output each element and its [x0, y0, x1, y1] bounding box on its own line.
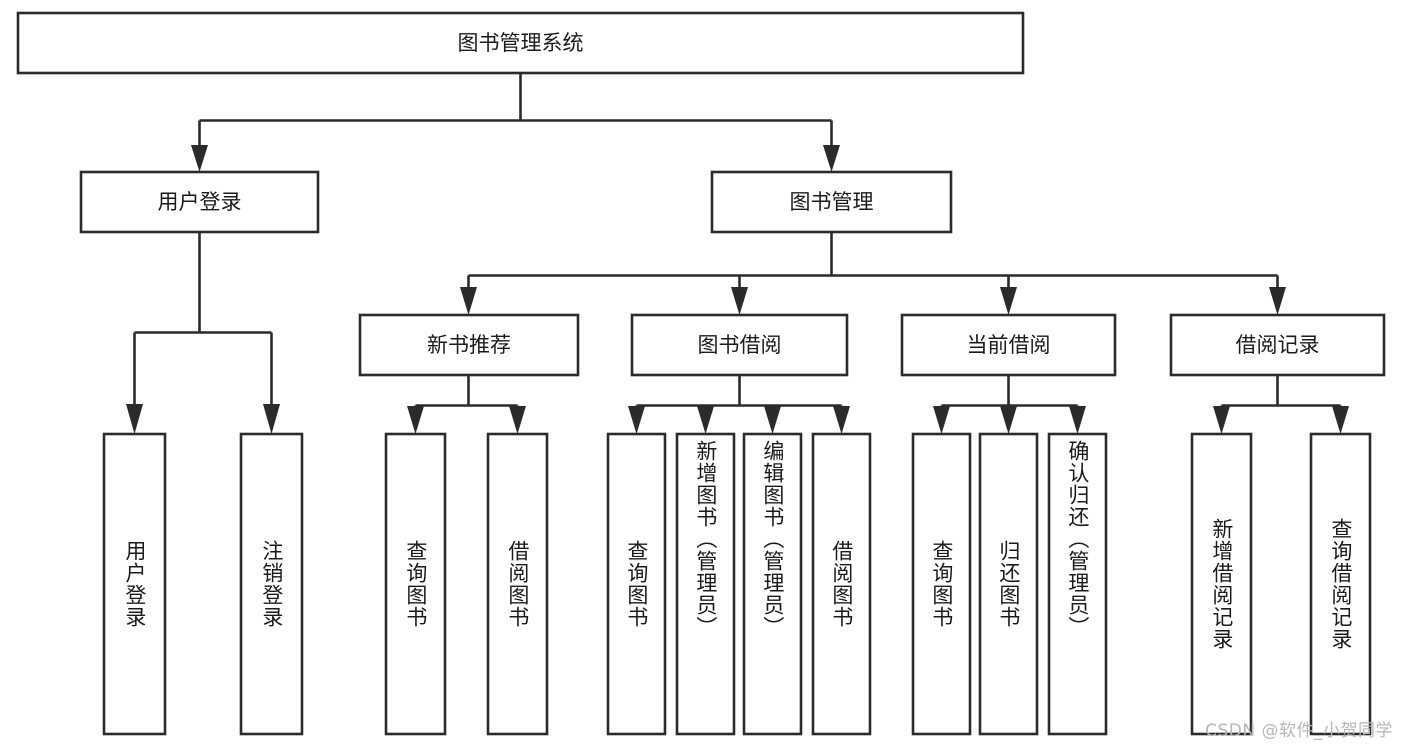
node-leaf-query-record-label: 查询借阅记录 [1328, 518, 1353, 650]
leaf-label-wrap-confirm-return: 确认归还（管理员） [1049, 434, 1106, 734]
node-borrow-record-box[interactable] [1169, 313, 1386, 377]
node-leaf-confirm-return-box[interactable] [1047, 432, 1108, 736]
node-book-borrow-label: 图书借阅 [698, 333, 782, 357]
node-book-manage-box[interactable] [710, 170, 953, 234]
connector-group [126, 73, 1349, 434]
arrowhead-leaf-return-book [1000, 406, 1017, 434]
node-leaf-confirm-return-label: 确认归还（管理员） [1065, 440, 1090, 638]
csdn-watermark: CSDN @软件_小贺同学 [1205, 721, 1393, 741]
arrowhead-leaf-logout [263, 404, 280, 434]
leaf-label-wrap-user-login: 用户登录 [104, 434, 165, 734]
node-current-borrow-box[interactable] [900, 313, 1117, 377]
node-leaf-add-book-box[interactable] [675, 432, 736, 736]
node-leaf-add-record-label: 新增借阅记录 [1209, 518, 1234, 650]
arrowhead-leaf-query-book-2 [628, 406, 645, 434]
arrowhead-leaf-borrow-book-1 [509, 406, 526, 434]
arrowhead-leaf-add-book [697, 406, 714, 434]
leaf-label-wrap-query-book-1: 查询图书 [386, 434, 445, 734]
node-borrow-record-label: 借阅记录 [1236, 333, 1320, 357]
arrowhead-leaf-borrow-book-2 [833, 406, 850, 434]
arrowhead-new-book-recommend [460, 287, 477, 315]
arrowhead-leaf-query-book-1 [407, 406, 424, 434]
arrowhead-book-manage [823, 145, 840, 172]
node-user-login[interactable]: 用户登录 [79, 170, 320, 234]
node-leaf-edit-book-label: 编辑图书（管理员） [760, 440, 785, 638]
leaf-label-wrap-borrow-book-1: 借阅图书 [488, 434, 547, 734]
node-leaf-borrow-book-2-box[interactable] [811, 432, 872, 736]
node-leaf-query-book-3-box[interactable] [911, 432, 972, 736]
arrowhead-user-login [191, 145, 208, 172]
node-leaf-borrow-book-1-label: 借阅图书 [505, 540, 530, 628]
node-leaf-query-record-box[interactable] [1309, 432, 1372, 736]
node-leaf-query-book-2-label: 查询图书 [624, 540, 649, 628]
arrowhead-borrow-record [1269, 287, 1286, 315]
leaf-label-wrap-edit-book: 编辑图书（管理员） [744, 434, 801, 734]
node-leaf-query-book-1-box[interactable] [384, 432, 447, 736]
leaf-label-wrap-logout: 注销登录 [241, 434, 302, 734]
node-leaf-edit-book-box[interactable] [742, 432, 803, 736]
node-root-label: 图书管理系统 [458, 31, 584, 55]
leaf-label-wrap-query-book-3: 查询图书 [913, 434, 970, 734]
node-root-box[interactable] [16, 11, 1025, 75]
leaf-label-wrap-add-book: 新增图书（管理员） [677, 434, 734, 734]
node-root[interactable]: 图书管理系统 [16, 11, 1025, 75]
node-leaf-logout-box[interactable] [239, 432, 304, 736]
node-leaf-query-book-2-box[interactable] [606, 432, 667, 736]
node-leaf-logout-label: 注销登录 [259, 540, 284, 628]
node-leaf-borrow-book-1-box[interactable] [486, 432, 549, 736]
arrowhead-leaf-query-record [1332, 406, 1349, 434]
arrowhead-leaf-query-book-3 [933, 406, 950, 434]
node-current-borrow[interactable]: 当前借阅 [900, 313, 1117, 377]
node-new-book-recommend-label: 新书推荐 [427, 333, 511, 357]
leaf-label-wrap-query-record: 查询借阅记录 [1311, 434, 1370, 734]
node-leaf-return-book-label: 归还图书 [996, 540, 1021, 628]
node-book-borrow-box[interactable] [630, 313, 849, 377]
node-leaf-query-book-3-label: 查询图书 [929, 540, 954, 628]
arrowhead-leaf-edit-book [764, 406, 781, 434]
node-book-borrow[interactable]: 图书借阅 [630, 313, 849, 377]
leaf-label-wrap-add-record: 新增借阅记录 [1192, 434, 1251, 734]
leaf-label-wrap-return-book: 归还图书 [980, 434, 1037, 734]
node-leaf-user-login-label: 用户登录 [122, 540, 147, 628]
node-leaf-user-login-box[interactable] [102, 432, 167, 736]
arrowhead-leaf-confirm-return [1069, 406, 1086, 434]
leaf-box-group [102, 432, 1372, 736]
leaf-label-wrap-borrow-book-2: 借阅图书 [813, 434, 870, 734]
node-leaf-return-book-box[interactable] [978, 432, 1039, 736]
node-user-login-label: 用户登录 [158, 190, 242, 214]
arrowhead-current-borrow [1000, 287, 1017, 315]
node-book-manage-label: 图书管理 [790, 190, 874, 214]
node-leaf-borrow-book-2-label: 借阅图书 [829, 540, 854, 628]
node-new-book-recommend-box[interactable] [358, 313, 580, 377]
node-user-login-box[interactable] [79, 170, 320, 234]
arrowhead-leaf-add-record [1213, 406, 1230, 434]
node-leaf-query-book-1-label: 查询图书 [403, 540, 428, 628]
leaf-label-wrap-query-book-2: 查询图书 [608, 434, 665, 734]
node-borrow-record[interactable]: 借阅记录 [1169, 313, 1386, 377]
node-book-manage[interactable]: 图书管理 [710, 170, 953, 234]
arrowhead-book-borrow [731, 287, 748, 315]
node-current-borrow-label: 当前借阅 [967, 333, 1051, 357]
node-leaf-add-record-box[interactable] [1190, 432, 1253, 736]
node-new-book-recommend[interactable]: 新书推荐 [358, 313, 580, 377]
node-leaf-add-book-label: 新增图书（管理员） [693, 440, 718, 638]
arrowhead-leaf-user-login [126, 404, 143, 434]
